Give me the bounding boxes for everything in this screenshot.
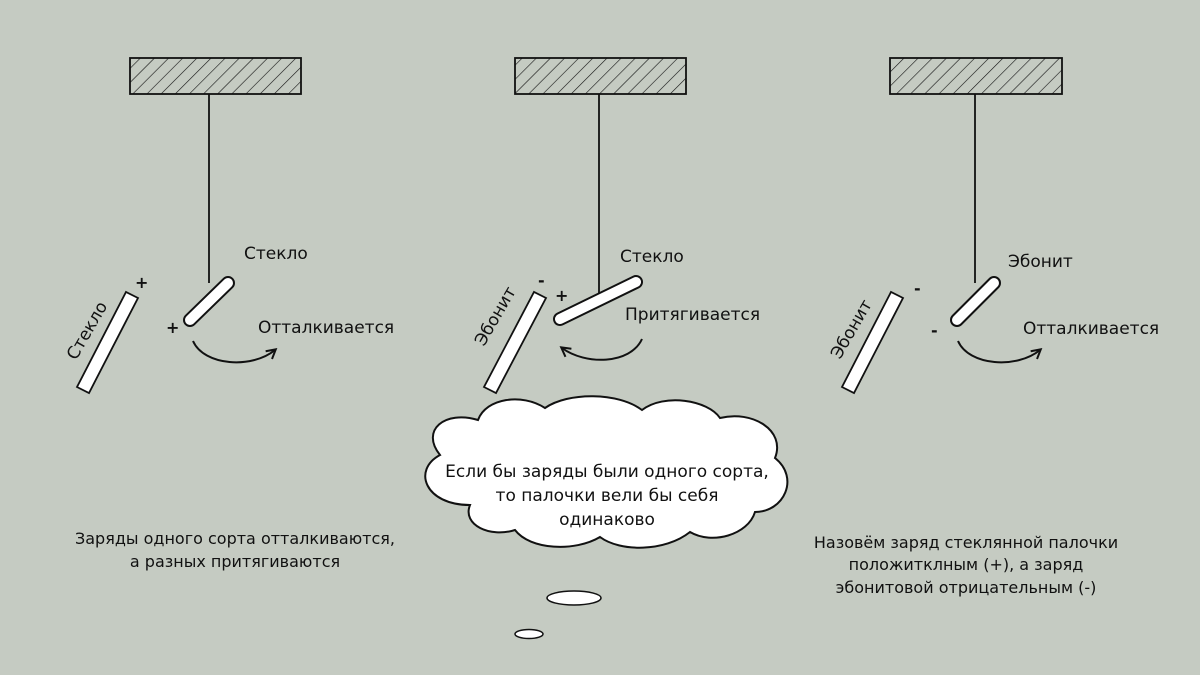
repel-arrow — [192, 340, 275, 364]
scene-1: Стекло Стекло + + Отталкивается — [63, 57, 394, 395]
action-label: Притягивается — [625, 305, 760, 325]
caption-right: Назовём заряд стеклянной палочки положит… — [814, 533, 1118, 597]
action-label: Отталкивается — [1023, 319, 1159, 339]
held-stick — [482, 290, 548, 395]
held-stick — [840, 290, 905, 395]
attract-arrow — [562, 338, 643, 361]
caption-right-line-2: положитклным (+), а заряд — [849, 555, 1084, 574]
held-stick-sign: + — [135, 273, 148, 292]
scene-2: Стекло Эбонит - + Притягивается — [471, 57, 760, 395]
caption-left-line-2: а разных притягиваются — [130, 552, 340, 571]
action-label: Отталкивается — [258, 318, 394, 338]
hanging-stick — [952, 278, 999, 325]
hanging-stick-sign: + — [555, 286, 568, 305]
hanging-stick-label: Эбонит — [1008, 252, 1073, 272]
caption-right-line-3: эбонитовой отрицательным (-) — [836, 578, 1097, 597]
hanging-stick — [185, 278, 233, 325]
held-stick-sign: - — [914, 279, 921, 298]
thought-cloud: Если бы заряды были одного сорта, то пал… — [424, 395, 789, 640]
ceiling-mount — [129, 57, 302, 95]
repel-arrow — [957, 340, 1040, 364]
hanging-stick — [555, 277, 641, 324]
hanging-stick-sign: + — [166, 318, 179, 337]
caption-left: Заряды одного сорта отталкиваются, а раз… — [75, 529, 395, 571]
caption-right-line-1: Назовём заряд стеклянной палочки — [814, 533, 1118, 552]
held-stick — [75, 290, 140, 395]
caption-left-line-1: Заряды одного сорта отталкиваются, — [75, 529, 395, 548]
hanging-stick-sign: - — [931, 321, 938, 340]
ceiling-mount — [514, 57, 687, 95]
ceiling-mount — [889, 57, 1063, 95]
cloud-line-3: одинаково — [559, 510, 655, 530]
thought-bubble-large — [546, 590, 602, 606]
cloud-line-1: Если бы заряды были одного сорта, — [445, 462, 769, 482]
hanging-stick-label: Стекло — [620, 247, 684, 267]
hanging-stick-label: Стекло — [244, 244, 308, 264]
cloud-shape — [424, 395, 789, 549]
cloud-line-2: то палочки вели бы себя — [496, 486, 719, 506]
thought-bubble-small — [514, 628, 544, 640]
held-stick-sign: - — [538, 271, 545, 290]
scene-3: Эбонит Эбонит - - Отталкивается — [827, 57, 1159, 395]
